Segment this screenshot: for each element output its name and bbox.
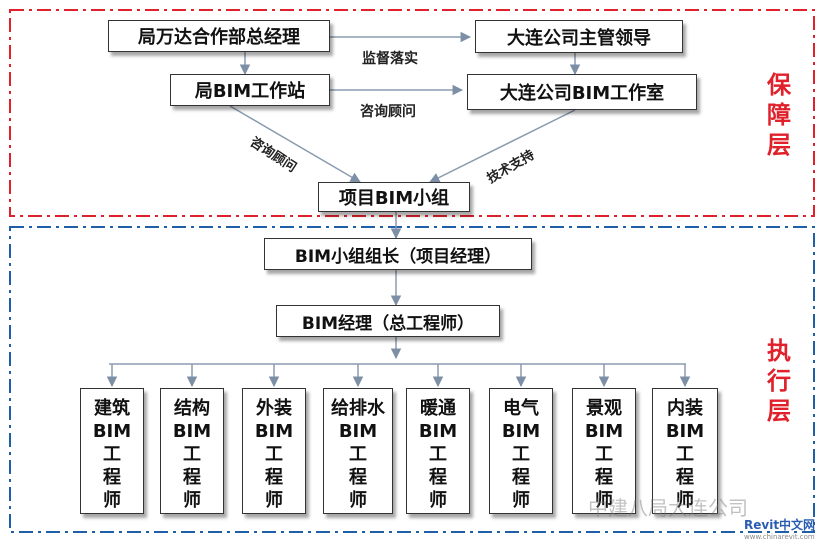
revit-brand-logo: Revit中文网 www.chinarevit.com (744, 518, 816, 541)
watermark-text: 中建八局大连公司 (588, 496, 748, 520)
engineer-line: 师 (183, 490, 201, 511)
engineer-drops (106, 364, 691, 388)
engineer-line: 工 (429, 444, 447, 465)
engineer-line: BIM (584, 421, 624, 442)
engineer-line: 工 (595, 444, 613, 465)
project-bim-group-box: 项目BIM小组 (318, 182, 470, 212)
engineer-line: BIM (501, 421, 541, 442)
engineer-line: BIM (172, 421, 212, 442)
execution-layer-frame (9, 226, 815, 533)
engineer-line: 程 (103, 467, 121, 488)
engineer-line: 景观 (586, 398, 622, 419)
engineer-line: BIM (92, 421, 132, 442)
engineer-line: 师 (103, 490, 121, 511)
bureau-bim-station-box: 局BIM工作站 (170, 74, 330, 106)
bim-group-leader-box: BIM小组组长（项目经理） (264, 238, 532, 270)
guarantee-layer-frame (9, 9, 815, 217)
edge-label-supervise: 监督落实 (362, 51, 418, 67)
engineer-line: 程 (429, 467, 447, 488)
engineer-line: BIM (418, 421, 458, 442)
bim-manager-box: BIM经理（总工程师） (276, 305, 500, 337)
engineer-line: 工 (265, 444, 283, 465)
edge-label-consult: 咨询顾问 (360, 104, 416, 120)
engineer-line: 工 (103, 444, 121, 465)
engineer-line: 师 (429, 490, 447, 511)
engineer-line: 暖通 (420, 398, 456, 419)
dalian-bim-studio-box: 大连公司BIM工作室 (467, 74, 697, 110)
bureau-manager-box: 局万达合作部总经理 (108, 20, 330, 52)
engineer-line: BIM (665, 421, 705, 442)
engineer-line: 内装 (667, 398, 703, 419)
engineer-line: 外装 (256, 398, 292, 419)
engineer-line: 程 (676, 467, 694, 488)
engineer-line: 师 (512, 490, 530, 511)
engineer-line: 师 (265, 490, 283, 511)
engineer-line: 师 (595, 490, 613, 511)
engineer-line: 工 (349, 444, 367, 465)
engineer-line: BIM (254, 421, 294, 442)
engineer-line: 工 (512, 444, 530, 465)
arrow-studio-to-project (429, 109, 576, 183)
engineer-line: 工 (676, 444, 694, 465)
engineer-line: 结构 (174, 398, 210, 419)
engineer-line: BIM (338, 421, 378, 442)
engineer-line: 给排水 (331, 398, 385, 419)
engineer-line: 程 (349, 467, 367, 488)
engineer-line: 师 (349, 490, 367, 511)
engineer-line: 师 (676, 490, 694, 511)
engineer-line: 程 (265, 467, 283, 488)
engineer-line: 程 (595, 467, 613, 488)
dalian-leader-box: 大连公司主管领导 (475, 20, 683, 53)
execution-layer-label: 执 行 层 (767, 337, 791, 425)
engineer-line: 工 (183, 444, 201, 465)
engineer-line: 建筑 (94, 398, 130, 419)
arrow-station-to-project (229, 105, 361, 183)
engineer-line: 程 (183, 467, 201, 488)
engineer-line: 电气 (503, 398, 539, 419)
guarantee-layer-label: 保 障 层 (767, 71, 791, 159)
engineer-line: 程 (512, 467, 530, 488)
